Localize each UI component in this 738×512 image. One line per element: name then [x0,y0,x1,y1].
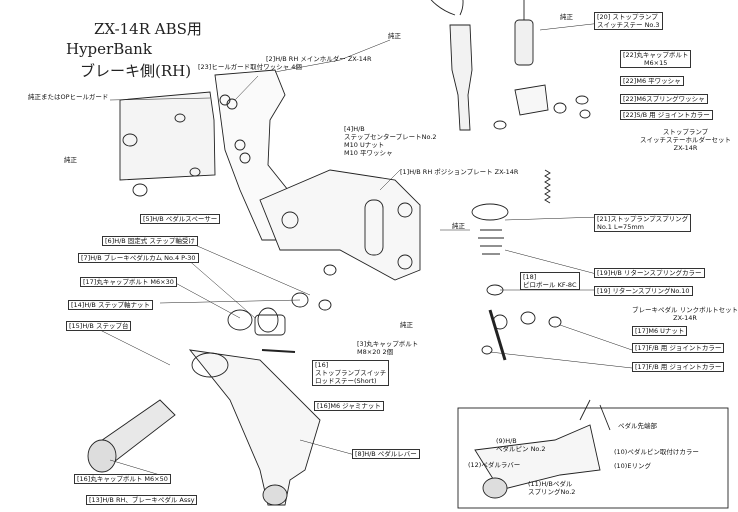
heel-guard [119,91,216,181]
label-inset-10b: (10)Eリング [614,462,651,470]
label-switch-set-line: スイッチステーホルダーセット [640,136,731,144]
label-p17a: [17]丸キャップボルト M6×30 [80,277,177,287]
label-p4: [4]H/B ステップセンタープレートNo.2 M10 Uナット M10 平ワッ… [344,125,437,157]
label-inset-9-line: ペダルピン No.2 [496,445,546,453]
label-p22b: [22]M6 平ワッシャ [620,76,684,86]
label-p16-line: ロッドステー(Short) [315,377,377,385]
label-genuine-5: 純正 [560,13,573,21]
label-p4-line: [4]H/B [344,125,365,133]
label-p18-line: ピロボール KF-8C [523,281,577,289]
label-p20-line: スイッチステー No.3 [597,21,660,29]
label-p7: [7]H/B ブレーキペダルカム No.4 P-30 [78,253,199,263]
label-p16d: [16]M6 ジャミナット [314,401,384,411]
label-p16e: [16]丸キャップボルト M6×50 [74,474,171,484]
label-p20-line: [20] ストップランプ [597,13,658,21]
label-p22c: [22]M6スプリングワッシャ [620,94,708,104]
label-p1: [1]H/B RH ポジションプレート ZX-14R [400,168,519,176]
label-p23: [23]ヒールガード取付ワッシャ 4個 [198,63,302,71]
label-brake-set: ブレーキペダル リンクボルトセット ZX-14R [632,306,738,322]
label-switch-set: ストップランプ スイッチステーホルダーセット ZX-14R [640,128,731,152]
label-p3: [3]丸キャップボルト M8×20 2個 [357,340,418,356]
label-p18-line: [18] [523,273,537,281]
label-p22a: [22]丸キャップボルト M6×15 [620,50,692,68]
label-p17b: [17]M6 Uナット [632,326,688,336]
title-side: ブレーキ側(RH) [80,62,192,80]
label-genuine-1: 純正 [64,156,77,164]
label-p21-line: No.1 L=75mm [597,223,644,231]
label-p8: [8]H/B ペダルレバー [352,449,420,459]
pedal-lever [188,349,321,506]
label-p16-line: ストップランプスイッチ [315,369,387,377]
label-p2: [2]H/B RH メインホルダー ZX-14R [266,55,372,63]
label-p20: [20] ストップランプ スイッチステー No.3 [594,12,663,30]
label-p17c: [17]F/B 用 ジョイントカラー [632,343,725,353]
label-p4-line: M10 Uナット [344,141,385,149]
label-p16-line: [16] [315,361,329,369]
label-genuine-4: 純正 [400,321,413,329]
label-p16: [16] ストップランプスイッチ ロッドステー(Short) [312,360,390,386]
brake-switch [514,19,534,66]
label-p22a-line: M6×15 [643,59,668,67]
label-p5: [5]H/B ペダルスペーサー [140,214,221,224]
title-product: HyperBank [66,40,152,58]
label-inset-9-line: (9)H/B [496,437,517,445]
label-p22d: [22]S/B 用 ジョイントカラー [620,110,713,120]
label-brake-set-line: ブレーキペダル リンクボルトセット [632,306,738,314]
position-plate [259,169,421,281]
label-heel-guard: 純正またはOPヒールガード [28,93,109,101]
label-switch-set-line: ZX-14R [673,144,698,152]
label-p19a: [19]H/B リターンスプリングカラー [594,268,705,278]
label-p17d: [17]F/B 用 ジョイントカラー [632,362,725,372]
label-inset-11-line: (11)H/Bペダル [528,480,573,488]
label-p19b: [19] リターンスプリングNo.10 [594,286,693,296]
label-p15: [15]H/B ステップ台 [66,321,132,331]
label-p6: [6]H/B 固定式 ステップ軸受け [102,236,198,246]
label-inset-12: (12)ペダルラバー [468,461,521,469]
return-spring [478,229,504,255]
master-cylinder [449,24,473,131]
label-inset-11-line: スプリングNo.2 [528,488,576,496]
label-inset-9: (9)H/B ペダルピン No.2 [496,437,546,453]
label-p4-line: ステップセンタープレートNo.2 [344,133,437,141]
label-switch-set-line: ストップランプ [662,128,709,136]
switch-stay [514,84,549,116]
label-genuine-3: 純正 [452,222,465,230]
pillow-ball-rod [488,309,507,361]
label-p3-line: [3]丸キャップボルト [357,340,419,348]
label-p18: [18] ピロボール KF-8C [520,272,580,290]
label-inset-11: (11)H/Bペダル スプリングNo.2 [528,480,575,496]
label-p3-line: M8×20 2個 [357,348,394,356]
label-inset-10a: (10)ペダルピン取付けカラー [614,448,699,456]
label-p14: [14]H/B ステップ軸ナット [68,300,153,310]
label-p13: [13]H/B RH、ブレーキペダル Assy [86,495,198,505]
label-pedal-tip: ペダル先端部 [618,422,657,430]
stop-spring [544,169,551,204]
label-p22a-line: [22]丸キャップボルト [623,51,689,59]
label-p21-line: [21]ストップランプスプリング [597,215,689,223]
label-genuine-2: 純正 [388,32,401,40]
label-p4-line: M10 平ワッシャ [344,149,393,157]
label-brake-set-line: ZX-14R [673,314,697,322]
title-model: ZX-14R ABS用 [94,20,202,38]
label-p21: [21]ストップランプスプリング No.1 L=75mm [594,214,692,232]
